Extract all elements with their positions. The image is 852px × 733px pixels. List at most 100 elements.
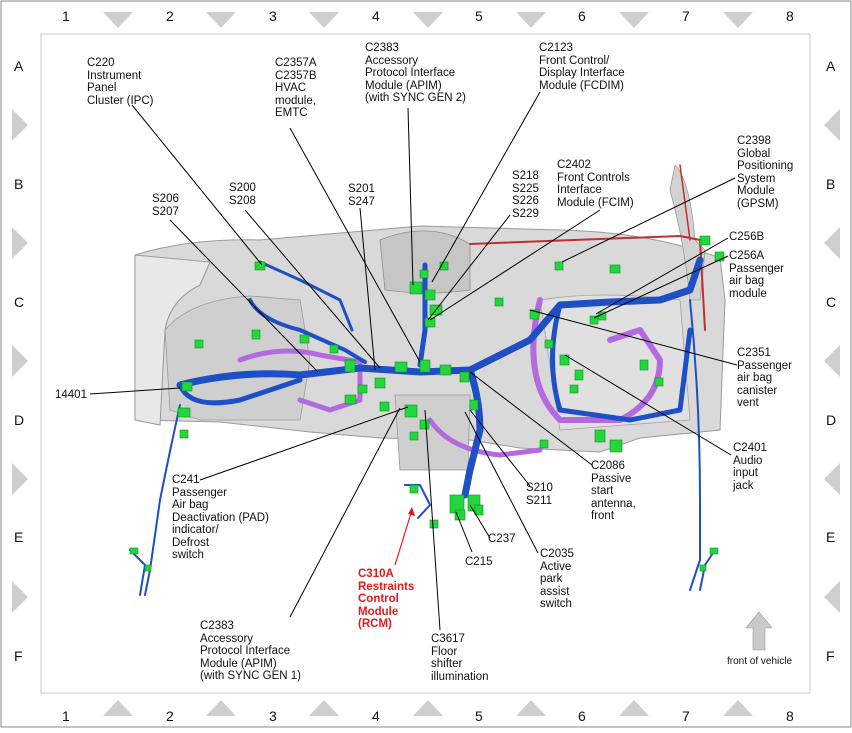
grid-column-5-bottom: 5 [475, 708, 483, 724]
grid-column-4-bottom: 4 [372, 708, 380, 724]
leader-c2383-gen2 [407, 107, 414, 286]
grid-column-8-top: 8 [786, 8, 794, 24]
connector-24 [419, 269, 429, 279]
connector-18 [329, 344, 339, 354]
grid-row-B-right: B [826, 176, 836, 192]
connector-35 [574, 369, 584, 381]
connector-39 [654, 377, 664, 387]
grid-column-2-bottom: 2 [166, 708, 174, 724]
triangle-right-2 [824, 345, 840, 377]
connector-30 [699, 235, 711, 246]
connector-12 [439, 364, 452, 376]
connector-49 [409, 484, 419, 494]
grid-column-4-top: 4 [372, 8, 380, 24]
connector-29 [609, 264, 621, 274]
inner-border [40, 33, 811, 694]
leader-c2035 [464, 411, 539, 554]
connector-46 [454, 509, 466, 521]
triangle-bottom-5 [619, 700, 649, 716]
label-c2351: C2351 Passenger air bag canister vent [737, 347, 792, 409]
label-c2357: C2357A C2357B HVAC module, EMTC [275, 57, 317, 119]
leader-c2357 [289, 127, 421, 363]
label-c241: C241 Passenger Air bag Deactivation (PAD… [172, 474, 269, 561]
triangle-top-2 [309, 12, 339, 28]
grid-column-6-top: 6 [578, 8, 586, 24]
connector-1 [299, 334, 310, 344]
leader-c237 [469, 504, 491, 539]
wiring-harness [129, 164, 716, 596]
connector-11 [419, 359, 431, 373]
triangle-right-3 [824, 463, 840, 495]
connector-20 [409, 281, 423, 295]
leader-lines [89, 91, 738, 631]
triangle-right-4 [824, 581, 840, 613]
grid-row-A-right: A [826, 58, 836, 74]
label-c220: C220 Instrument Panel Cluster (IPC) [87, 57, 154, 107]
triangle-left-4 [12, 581, 28, 613]
triangle-top-1 [206, 12, 236, 28]
rcm-arrowhead [408, 507, 415, 516]
connector-8 [357, 384, 368, 394]
connector-36 [544, 339, 554, 349]
connector-10 [394, 361, 408, 373]
connector-6 [179, 429, 189, 439]
triangle-bottom-6 [723, 700, 753, 716]
label-c2402: C2402 Front Controls Interface Module (F… [557, 159, 634, 209]
connector-48 [429, 519, 439, 529]
connector-2 [251, 329, 261, 340]
connector-9 [374, 377, 386, 389]
label-c2123: C2123 Front Control/ Display Interface M… [539, 42, 625, 92]
label-c310a: C310A Restraints Control Module (RCM) [358, 568, 415, 630]
up-arrow-icon [745, 611, 773, 651]
connector-26 [494, 297, 504, 307]
grid-column-3-top: 3 [269, 8, 277, 24]
grid-column-1-bottom: 1 [62, 708, 70, 724]
label-c2401: C2401 Audio input jack [733, 442, 767, 492]
leader-c2401 [564, 354, 732, 456]
triangle-bottom-3 [413, 700, 443, 716]
triangle-right-1 [824, 227, 840, 259]
rcm-leader [394, 509, 413, 566]
connector-13 [459, 371, 470, 383]
triangle-left-2 [12, 345, 28, 377]
leader-s218-s229 [427, 214, 511, 321]
connector-14 [404, 404, 418, 418]
grid-column-1-top: 1 [62, 8, 70, 24]
grid-row-D-left: D [14, 412, 25, 428]
triangle-top-3 [413, 12, 443, 28]
grid-row-F-right: F [826, 648, 835, 664]
connector-25 [424, 317, 436, 328]
leader-c256b [595, 237, 729, 315]
grid-row-C-left: C [14, 294, 25, 310]
connector-group [129, 235, 725, 572]
leader-c256a [593, 255, 729, 319]
grid-column-7-bottom: 7 [682, 708, 690, 724]
triangle-top-4 [516, 12, 546, 28]
grid-column-5-top: 5 [475, 8, 483, 24]
connector-41 [609, 439, 623, 453]
grid-row-D-right: D [826, 412, 837, 428]
triangle-left-0 [12, 109, 28, 141]
grid-column-8-bottom: 8 [786, 708, 794, 724]
connector-27 [529, 309, 540, 320]
connector-38 [639, 359, 649, 371]
grid-row-C-right: C [826, 294, 837, 310]
label-c2086: C2086 Passive start antenna, front [591, 460, 636, 522]
connector-16 [409, 431, 419, 441]
connector-7 [344, 394, 357, 405]
leader-c215 [455, 511, 473, 553]
connector-21 [424, 289, 436, 301]
grid-row-E-left: E [14, 529, 24, 545]
label-c2383-gen1: C2383 Accessory Protocol Interface Modul… [200, 620, 301, 682]
triangle-left-1 [12, 227, 28, 259]
triangle-right-0 [824, 109, 840, 141]
label-c215: C215 [465, 556, 493, 568]
leader-s201-s247 [359, 207, 376, 371]
label-c237: C237 [488, 533, 516, 545]
leader-s200-s208 [244, 209, 381, 369]
connector-42 [539, 439, 549, 449]
front-of-vehicle-label: front of vehicle [727, 656, 793, 667]
connector-28 [554, 261, 564, 271]
